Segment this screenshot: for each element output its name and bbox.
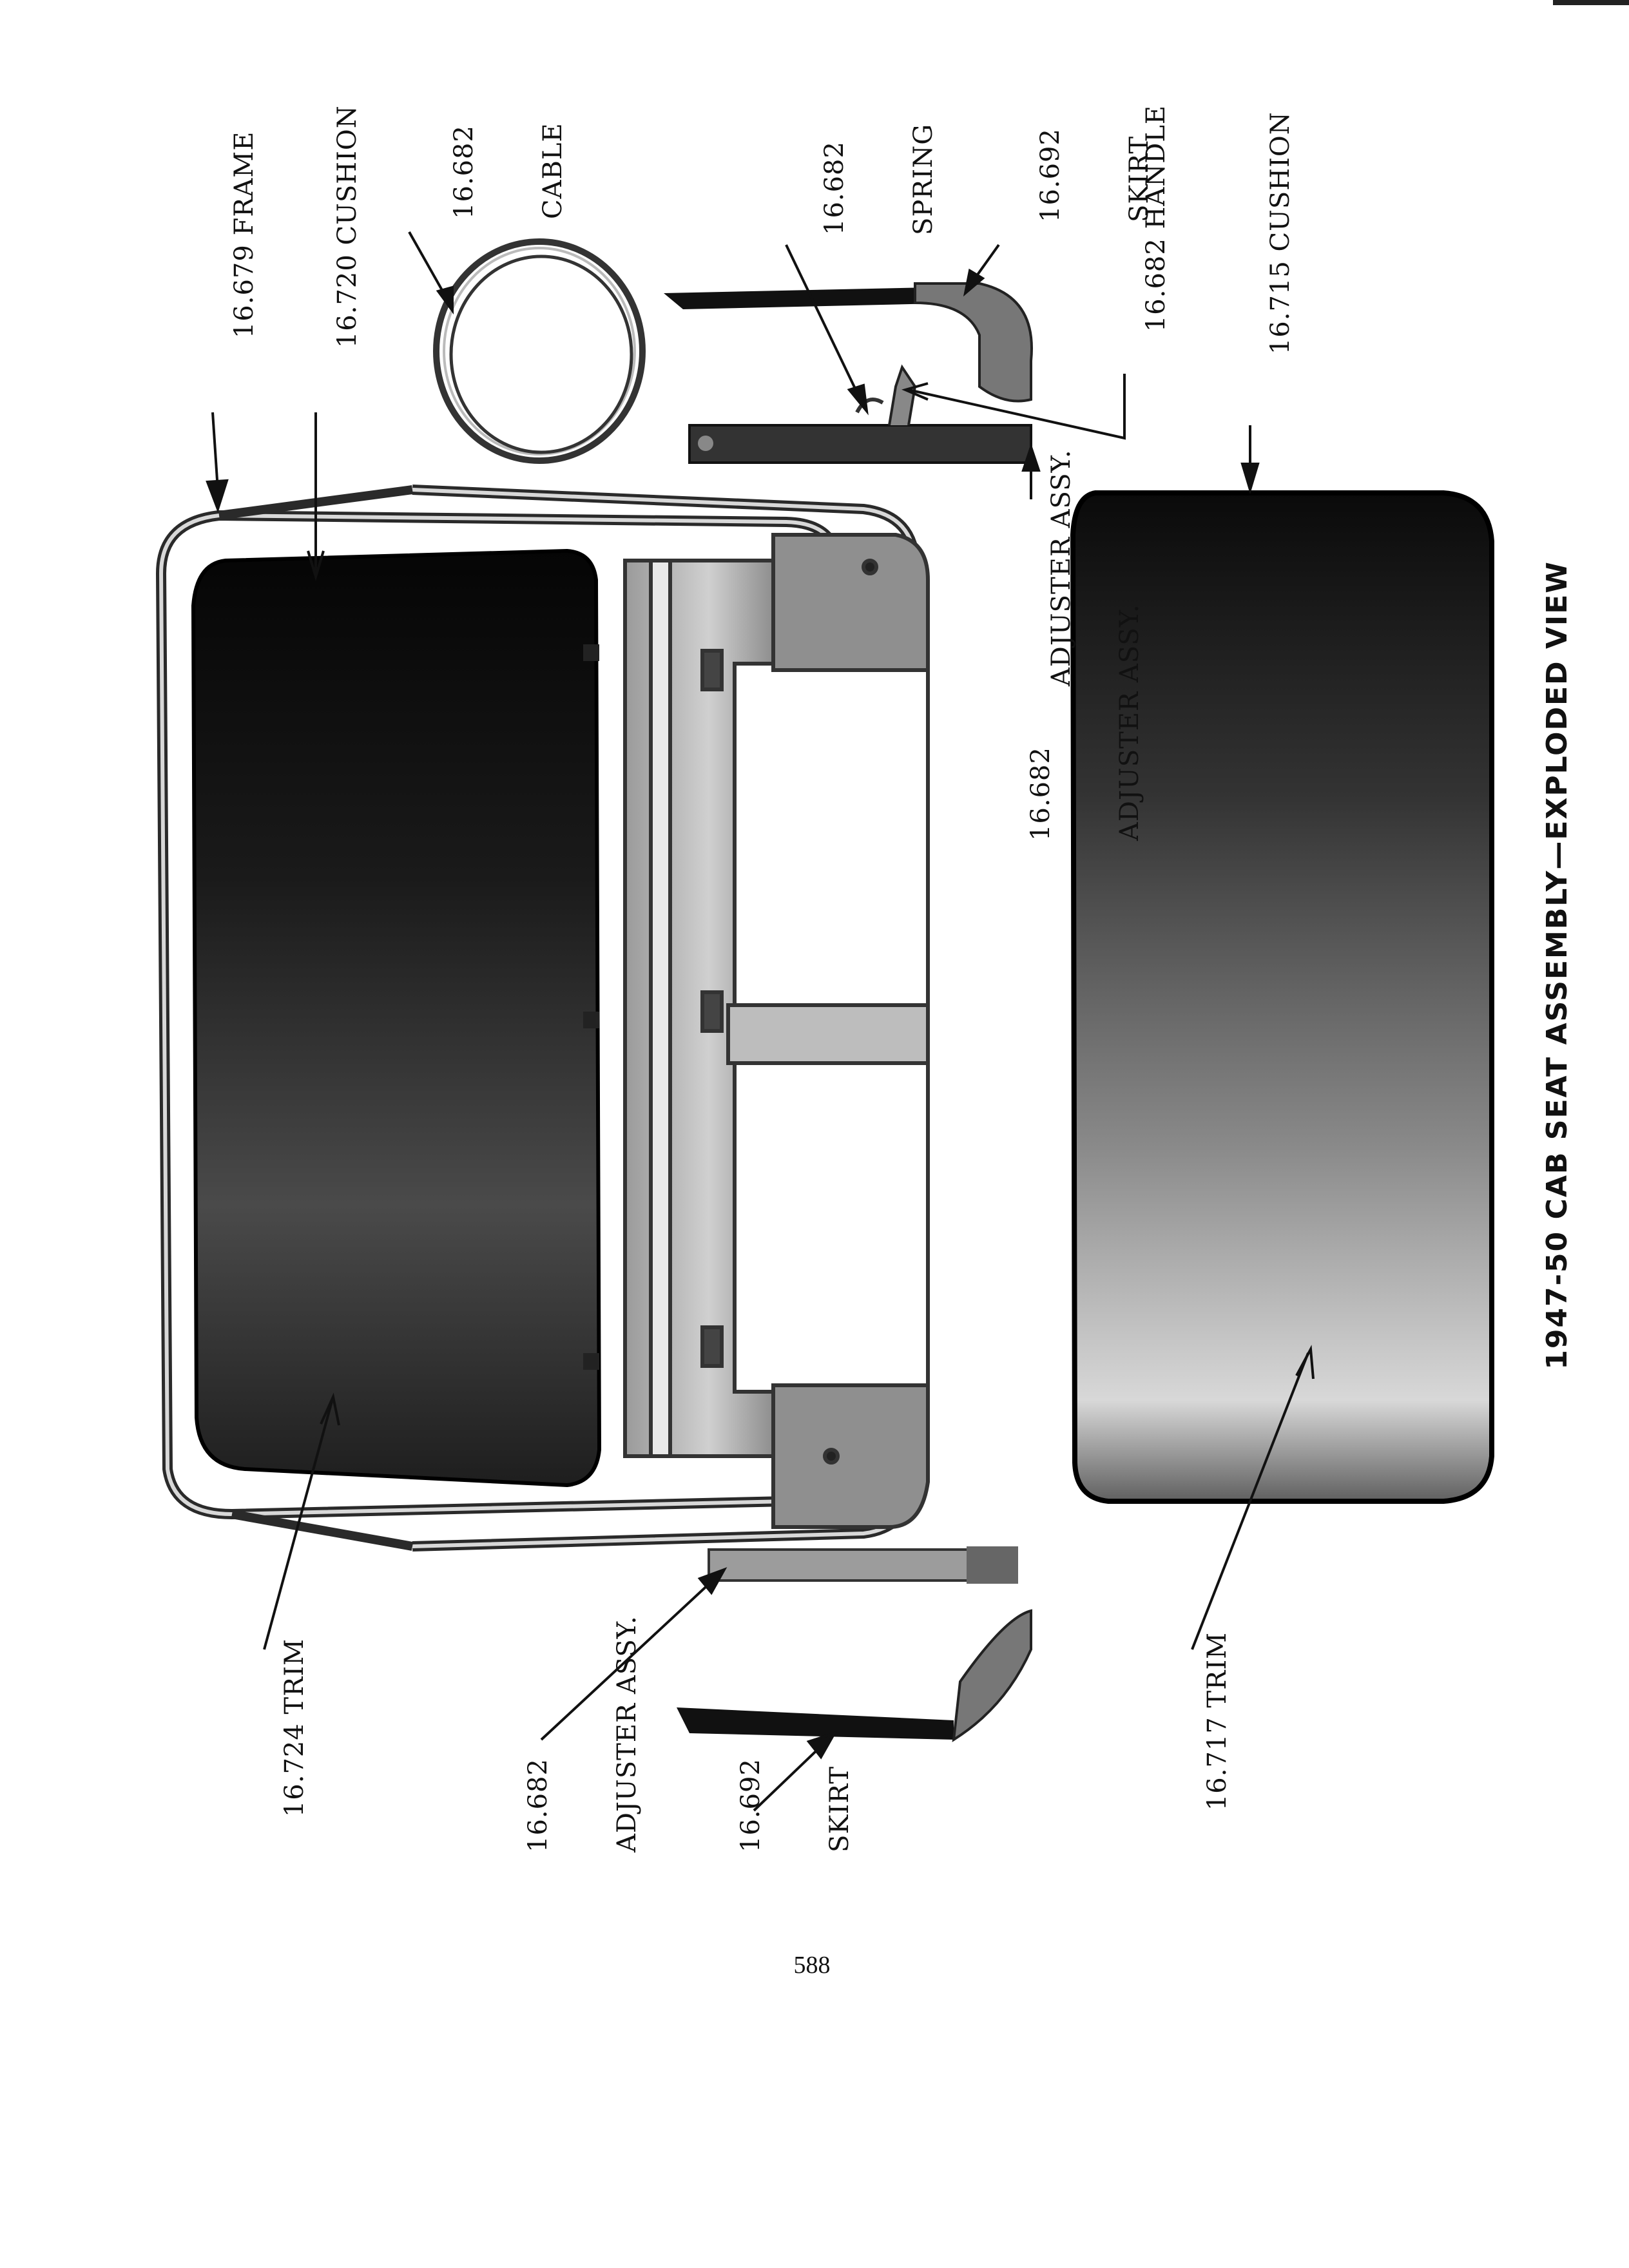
label-cushion-seat: 16.715 CUSHION: [1266, 111, 1295, 355]
label-adjuster-center-name: ADJUSTER ASSY.: [1115, 604, 1144, 841]
back-cushion: [191, 548, 602, 1488]
label-cable-number: 16.682: [449, 125, 479, 219]
label-skirt-left-name: SKIRT: [825, 1765, 854, 1852]
adjuster-left: [708, 1546, 1018, 1584]
label-adjuster-left-name: ADJUSTER ASSY.: [612, 1615, 642, 1852]
label-skirt-right-number: 16.692: [1036, 128, 1065, 222]
label-trim-back: 16.724 TRIM: [280, 1638, 309, 1818]
label-spring: 16.682 SPRING: [760, 124, 998, 235]
label-cable-name: CABLE: [538, 122, 568, 219]
seat-cushion: [1070, 490, 1494, 1504]
label-spring-number: 16.682: [820, 141, 849, 235]
label-cable: 16.682 CABLE: [390, 122, 627, 219]
label-skirt-left: 16.692 SKIRT: [677, 1758, 914, 1852]
label-frame: 16.679 FRAME: [229, 131, 259, 339]
label-adjuster-center-number: 16.682: [1026, 747, 1055, 841]
page-number: 588: [793, 1952, 831, 1979]
label-adjuster-center: 16.682 ADJUSTER ASSY.: [967, 604, 1204, 841]
skirt-left: [677, 1609, 1032, 1742]
label-adjuster-left: 16.682 ADJUSTER ASSY.: [464, 1615, 701, 1852]
label-skirt-left-number: 16.692: [736, 1758, 766, 1852]
leader-lines: [206, 231, 1315, 1812]
label-spring-name: SPRING: [909, 123, 938, 235]
label-cushion-back: 16.720 CUSHION: [333, 105, 362, 349]
label-adjuster-left-number: 16.682: [523, 1758, 553, 1852]
corner-mark: [1553, 0, 1629, 5]
label-handle: 16.682 HANDLE: [1141, 104, 1171, 332]
figure-title: 1947-50 CAB SEAT ASSEMBLY—EXPLODED VIEW: [1541, 561, 1574, 1370]
seat-base-frame: [623, 533, 930, 1529]
cable-coil: [433, 238, 646, 464]
adjuster-right: [688, 364, 1032, 464]
skirt-right: [664, 282, 1033, 403]
label-trim-seat: 16.717 TRIM: [1202, 1631, 1232, 1811]
